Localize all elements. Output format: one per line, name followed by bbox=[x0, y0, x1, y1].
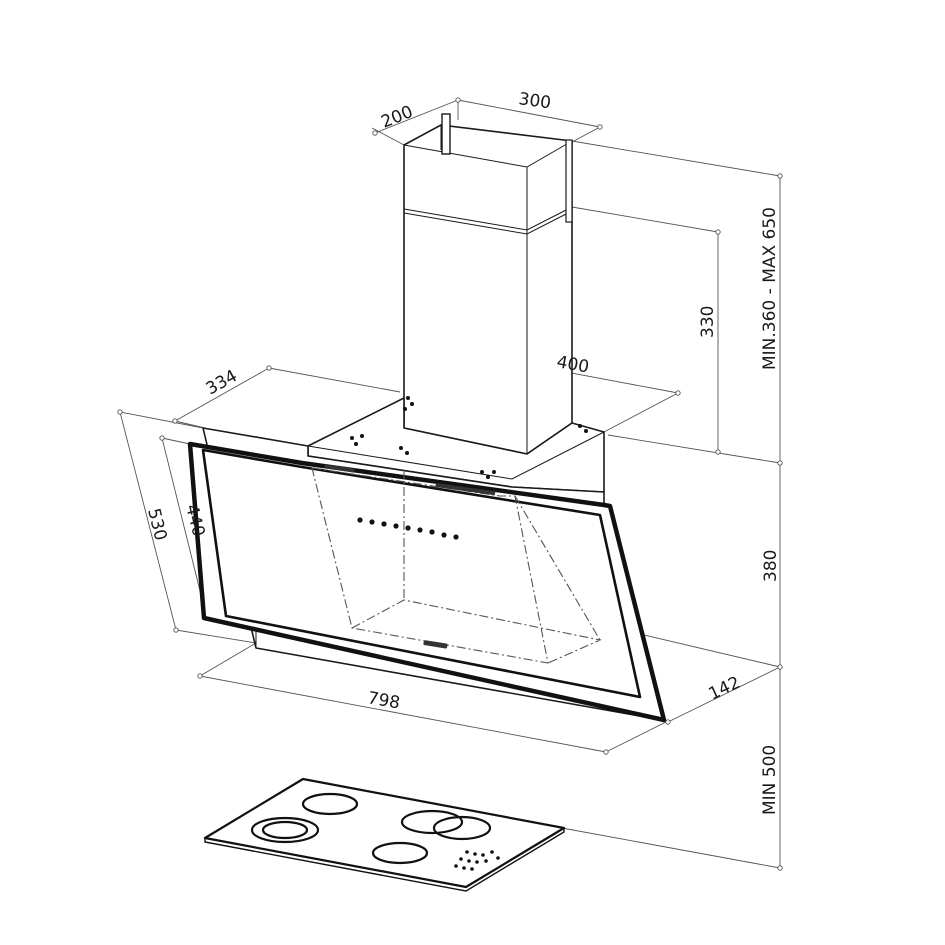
cooktop bbox=[203, 777, 566, 892]
ext-line bbox=[161, 437, 191, 445]
ext-line bbox=[371, 127, 405, 146]
glass-inner-border bbox=[201, 448, 642, 699]
dim-line-chimney-depth bbox=[374, 99, 459, 134]
dim-line-530 bbox=[119, 411, 177, 631]
label-min-clearance: MIN 500 bbox=[760, 745, 780, 815]
ext-line bbox=[174, 420, 206, 429]
dim-line-142 bbox=[667, 666, 781, 723]
ext-line-top bbox=[571, 140, 781, 177]
cooktop-surface bbox=[203, 777, 566, 889]
control-panel-dots bbox=[357, 517, 459, 540]
ext-line bbox=[571, 126, 601, 143]
top-edge-clip-left bbox=[324, 463, 355, 473]
control-dot bbox=[357, 517, 363, 523]
ext-line bbox=[603, 392, 679, 433]
cooking-zone-front-left-inner bbox=[261, 820, 309, 840]
dimension-ticks bbox=[117, 97, 783, 871]
ext-line bbox=[119, 411, 204, 429]
ext-line-380-top bbox=[607, 434, 781, 464]
label-chimney-depth: 200 bbox=[378, 102, 416, 133]
mounting-holes bbox=[350, 396, 588, 479]
control-dot bbox=[417, 527, 423, 533]
cooking-zone-back-right bbox=[400, 809, 464, 835]
dim-line-798 bbox=[199, 675, 607, 753]
label-hood-bottom-depth: 142 bbox=[706, 673, 744, 705]
cooking-zone-front-left-outer bbox=[250, 816, 320, 844]
chimney-joint-line-2 bbox=[403, 210, 573, 235]
hidden-inner-side bbox=[514, 495, 601, 641]
control-dot bbox=[441, 532, 447, 538]
hood-top-front-edge bbox=[307, 431, 605, 480]
control-dot bbox=[381, 521, 387, 527]
top-edge-clip-right bbox=[435, 483, 496, 496]
label-hood-body-height: 380 bbox=[761, 550, 781, 582]
dim-line-334 bbox=[174, 367, 270, 422]
label-chimney-upper-height: 330 bbox=[698, 306, 718, 338]
hood-logo-plate bbox=[423, 640, 448, 649]
control-dot bbox=[369, 519, 375, 525]
wall-bracket-right bbox=[565, 139, 573, 223]
control-dot bbox=[405, 525, 411, 531]
control-dot bbox=[429, 529, 435, 535]
glass-panel bbox=[187, 441, 667, 723]
dim-line-440 bbox=[161, 437, 207, 616]
ext-line bbox=[605, 721, 667, 753]
chimney-body bbox=[403, 124, 573, 455]
chimney bbox=[403, 113, 573, 455]
ext-line-330-top bbox=[571, 206, 719, 233]
ext-line bbox=[268, 367, 401, 393]
cooktop-thickness bbox=[204, 828, 565, 892]
ext-line bbox=[199, 642, 257, 677]
ext-line-min500-bottom bbox=[561, 827, 781, 869]
chimney-joint-line bbox=[403, 206, 573, 231]
wall-bracket-left bbox=[441, 113, 451, 155]
label-hood-width: 798 bbox=[366, 688, 401, 713]
cooking-zone-back-left bbox=[301, 792, 359, 816]
dim-line-chimney-width bbox=[457, 99, 601, 128]
control-dot bbox=[453, 534, 459, 540]
cooktop-control-dots bbox=[454, 850, 500, 871]
ext-line bbox=[175, 629, 257, 644]
control-dot bbox=[393, 523, 399, 529]
cooking-zone-back-right-extension bbox=[432, 815, 492, 841]
label-hood-height: 530 bbox=[143, 506, 170, 542]
hidden-inner-bottom bbox=[351, 599, 602, 664]
label-chimney-width: 300 bbox=[517, 89, 552, 113]
cooking-zone-front-right bbox=[371, 841, 429, 865]
label-chimney-total-height: MIN.360 - MAX 650 bbox=[760, 207, 780, 370]
